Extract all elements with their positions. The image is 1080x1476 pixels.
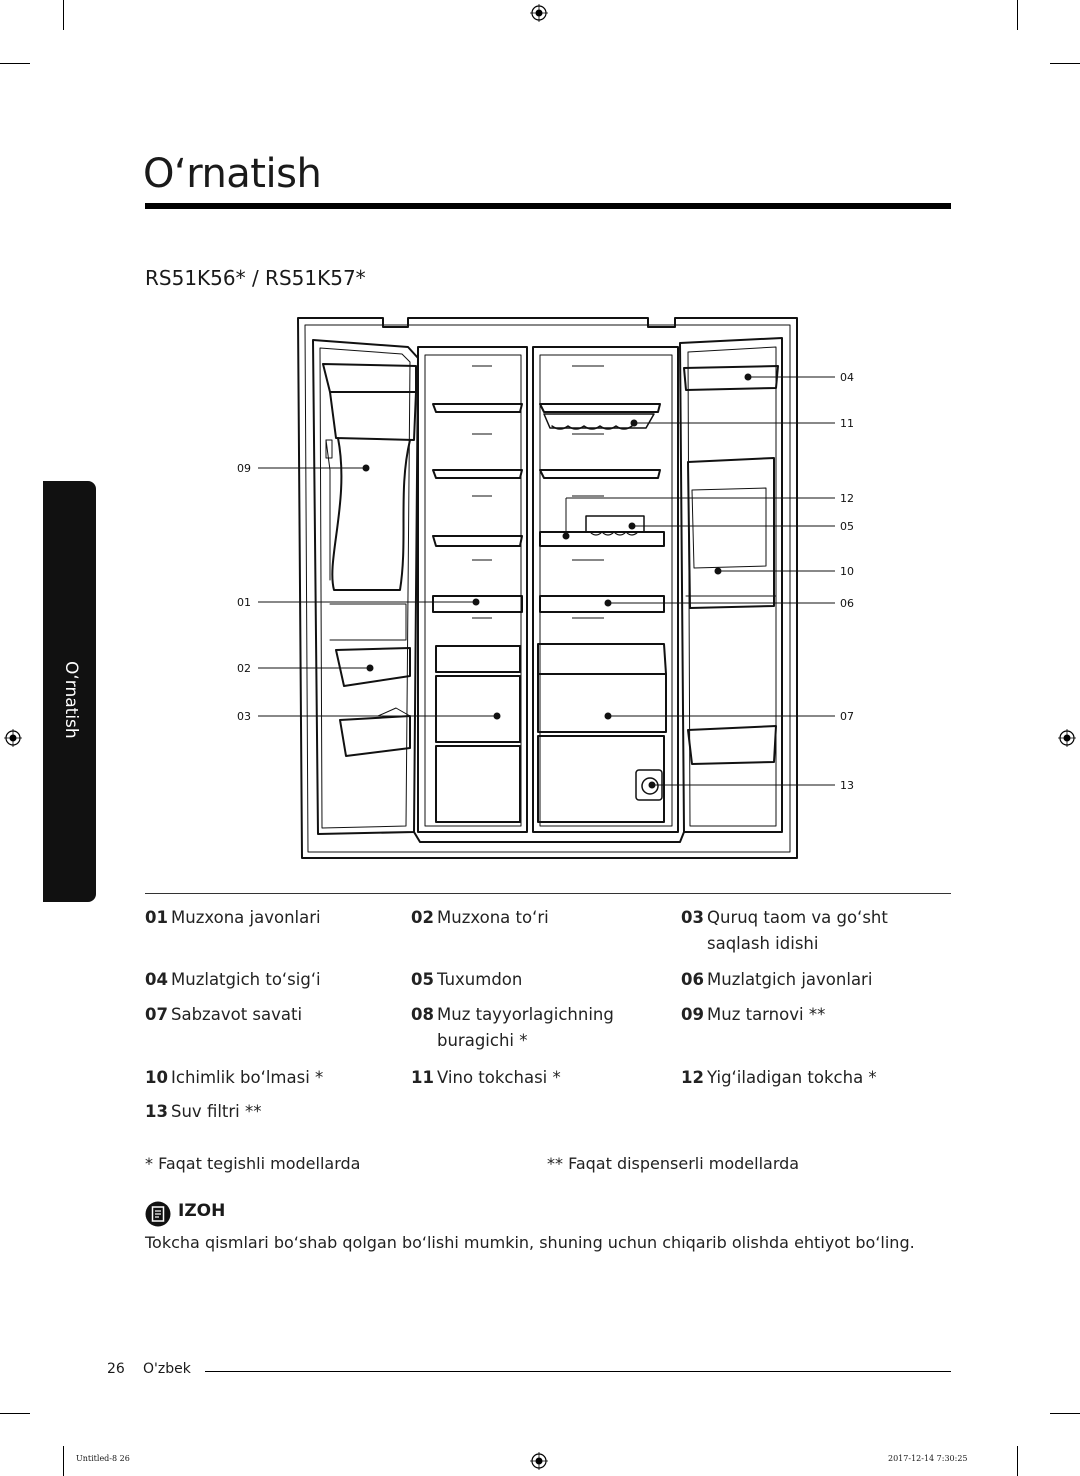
- callout-05: 05: [840, 520, 854, 533]
- crop-mark: [63, 1446, 64, 1476]
- section-side-tab: O‘rnatish: [43, 481, 96, 902]
- callout-12: 12: [840, 492, 854, 505]
- footer-rule: [205, 1371, 951, 1372]
- callout-10: 10: [840, 565, 854, 578]
- page-language: O'zbek: [143, 1361, 191, 1377]
- title-underline: [145, 203, 951, 209]
- registration-mark-icon: [530, 1452, 548, 1470]
- callout-02: 02: [237, 662, 251, 675]
- callout-07: 07: [840, 710, 854, 723]
- print-slug-left: Untitled-8 26: [76, 1454, 130, 1463]
- crop-mark: [1017, 1446, 1018, 1476]
- callout-11: 11: [840, 417, 854, 430]
- footnote-double-asterisk: ** Faqat dispenserli modellarda: [547, 1154, 800, 1173]
- callout-09: 09: [237, 462, 251, 475]
- side-tab-label: O‘rnatish: [61, 661, 81, 739]
- callout-06: 06: [840, 597, 854, 610]
- callout-04: 04: [840, 371, 854, 384]
- crop-mark: [63, 0, 64, 30]
- legend-divider: [145, 893, 951, 894]
- callout-01: 01: [237, 596, 251, 609]
- page-title: O‘rnatish: [143, 151, 322, 197]
- registration-mark-icon: [530, 4, 548, 22]
- refrigerator-diagram: 04 11 09 12 05 10 01 06 02 03 07 13: [237, 317, 854, 859]
- note-text: Tokcha qismlari bo‘shab qolgan bo‘lishi …: [145, 1233, 915, 1252]
- callout-13: 13: [840, 779, 854, 792]
- crop-mark: [1050, 1413, 1080, 1414]
- crop-mark: [1017, 0, 1018, 30]
- registration-mark-icon: [4, 729, 22, 747]
- registration-mark-icon: [1058, 729, 1076, 747]
- footnote-single-asterisk: * Faqat tegishli modellarda: [145, 1154, 361, 1173]
- crop-mark: [0, 63, 30, 64]
- page-number: 26: [107, 1361, 125, 1377]
- model-heading: RS51K56* / RS51K57*: [145, 266, 366, 290]
- callout-03: 03: [237, 710, 251, 723]
- crop-mark: [1050, 63, 1080, 64]
- note-icon: [145, 1201, 171, 1227]
- note-label: IZOH: [178, 1201, 226, 1221]
- crop-mark: [0, 1413, 30, 1414]
- print-slug-right: 2017-12-14 7:30:25: [888, 1454, 968, 1463]
